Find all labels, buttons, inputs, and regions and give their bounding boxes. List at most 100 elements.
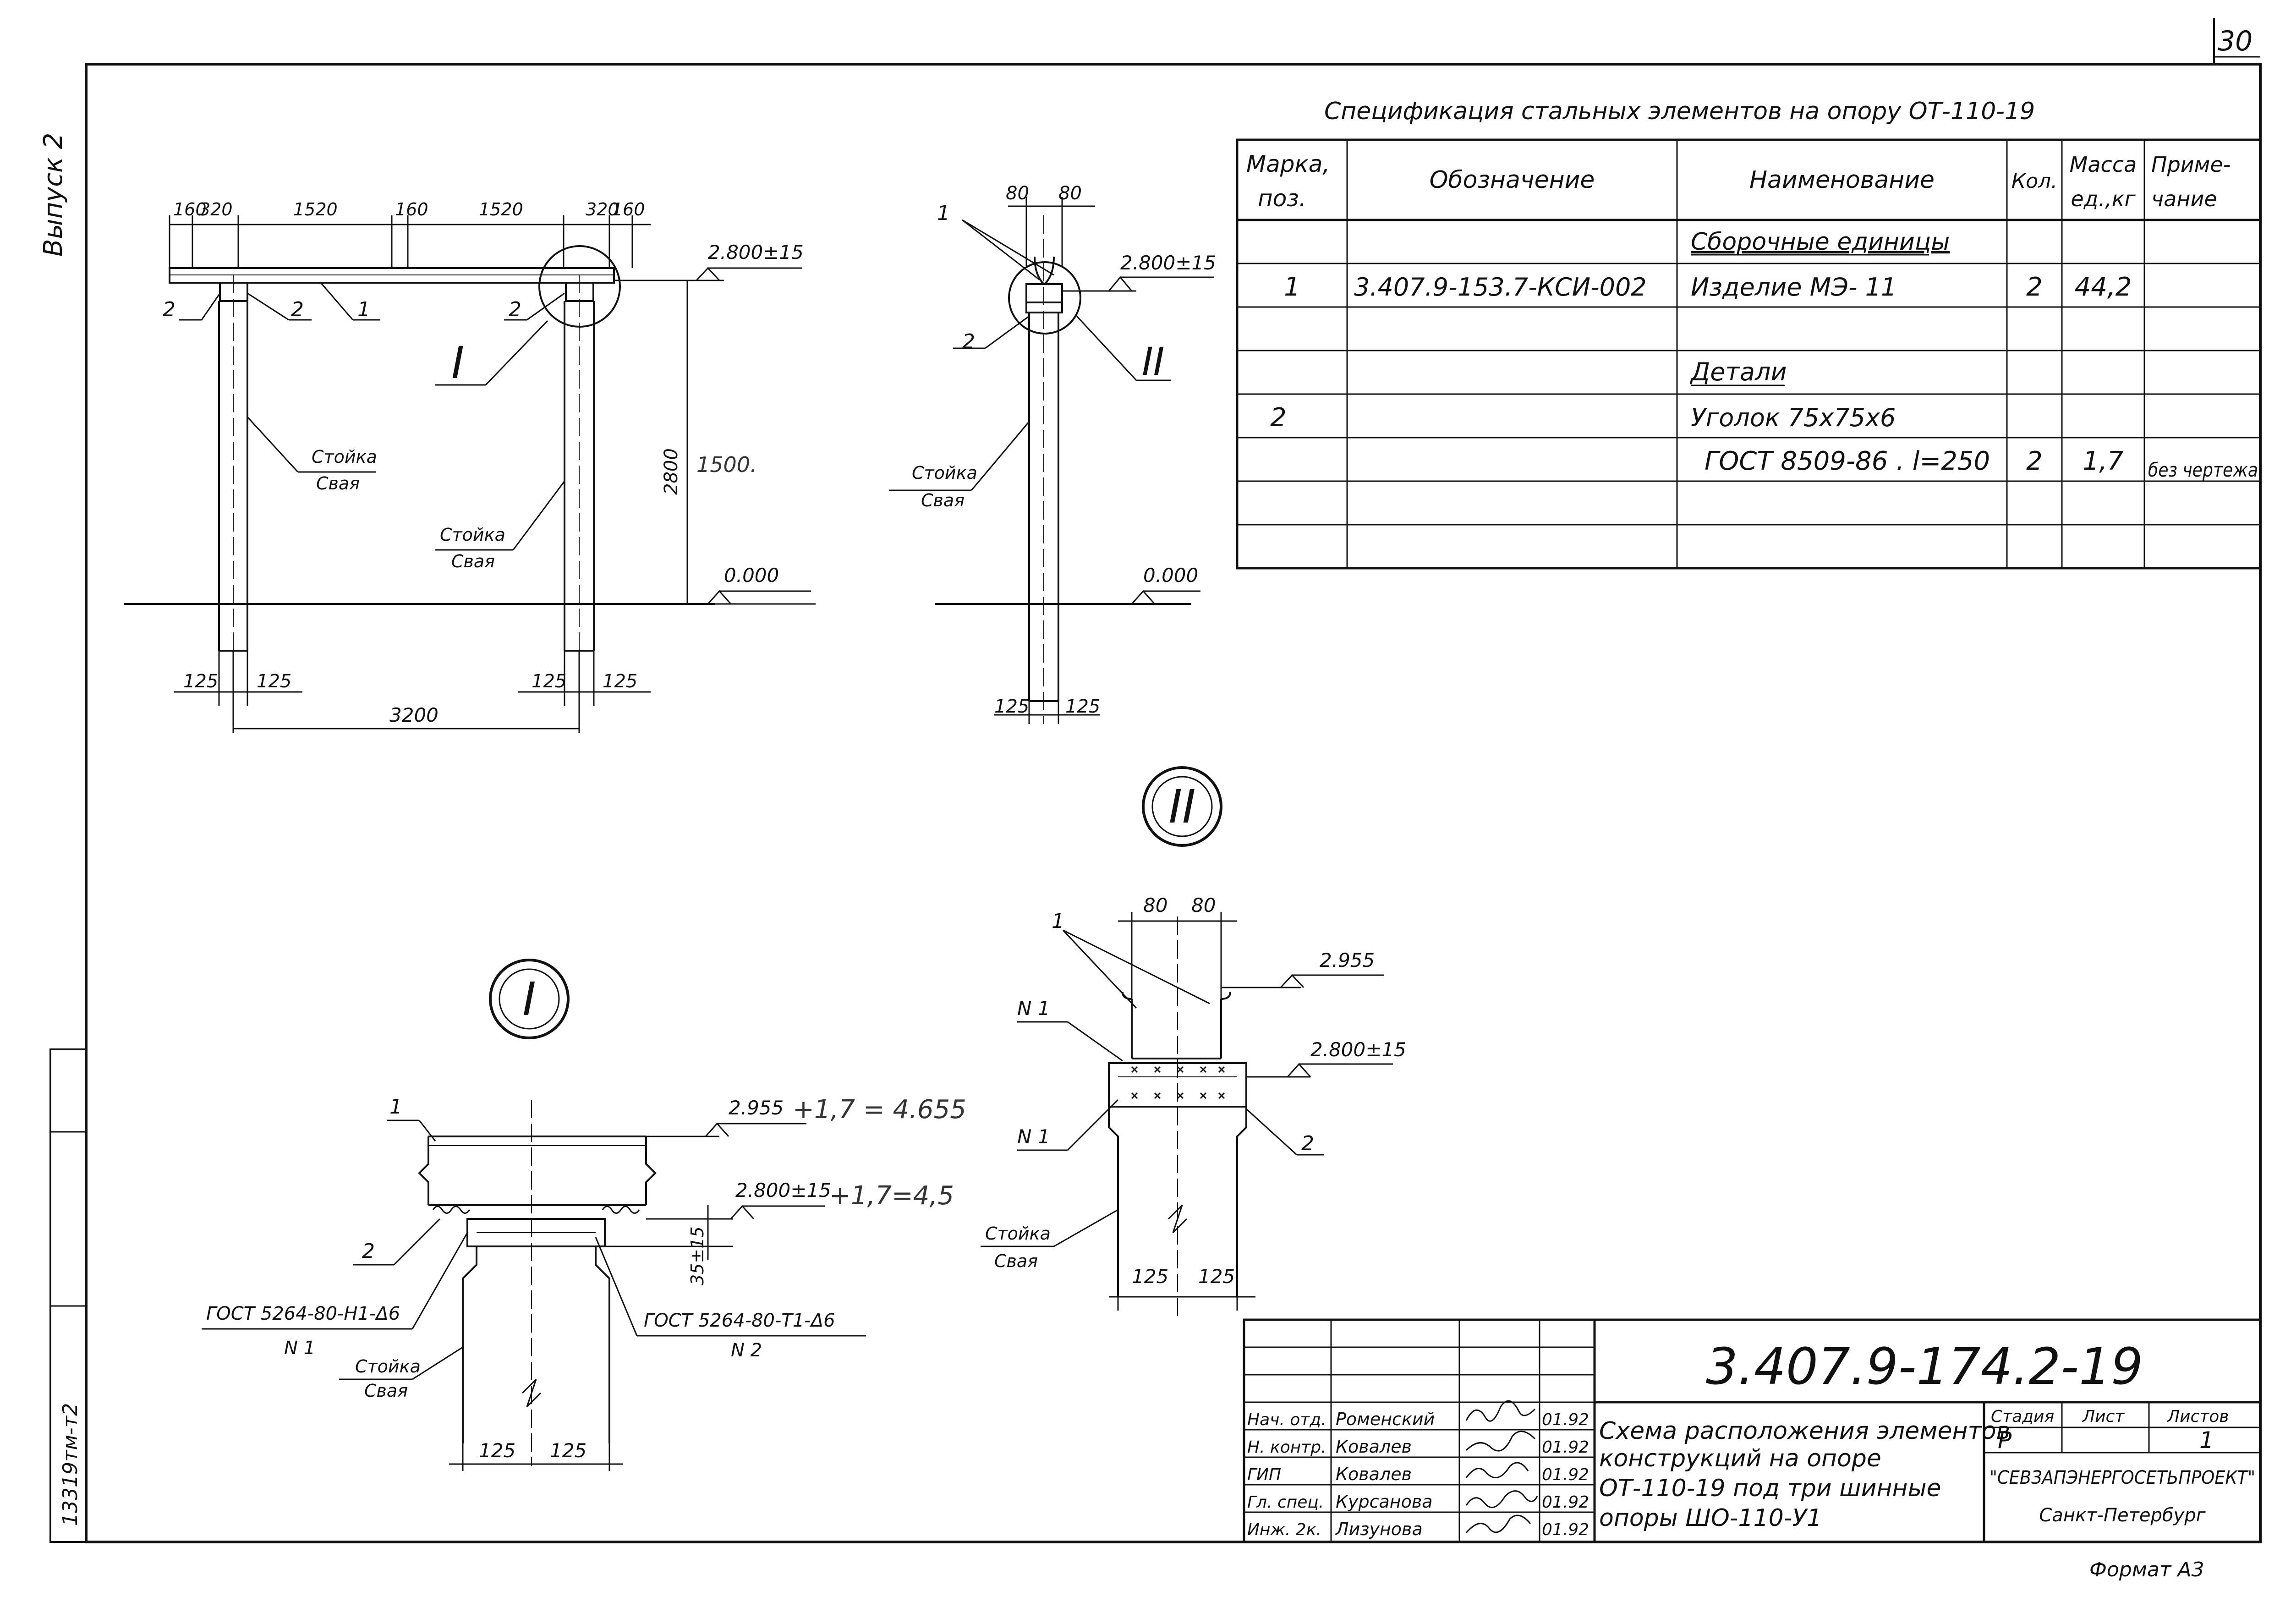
dim-label: 125: [479, 1439, 515, 1462]
spec-cell: Сборочные единицы: [1691, 228, 1950, 256]
sign-date: 01.92: [1542, 1493, 1589, 1512]
format-label: Формат А3: [2089, 1558, 2204, 1581]
node-2-title: II: [1169, 780, 1196, 834]
spec-header-designation: Обозначение: [1430, 166, 1595, 194]
post-label: Стойка: [985, 1223, 1051, 1244]
node-1-detail: I: [202, 959, 966, 1471]
post-label: Стойка: [355, 1356, 421, 1377]
spec-cell: 1,7: [2083, 446, 2123, 476]
sheets-value: 1: [2199, 1427, 2214, 1454]
person-name: Ковалев: [1336, 1464, 1412, 1484]
spec-header-mass-1: Масса: [2070, 152, 2137, 177]
weld-spec-1: ГОСТ 5264-80-Н1-Δ6: [206, 1303, 400, 1324]
dim-label: 160: [173, 199, 207, 219]
pile-label: Свая: [994, 1251, 1038, 1271]
sheet-label: Лист: [2082, 1407, 2125, 1426]
description-line: ОТ-110-19 под три шинные: [1599, 1475, 1941, 1502]
spec-cell: Изделие МЭ- 11: [1691, 273, 1896, 302]
dim-label: 320: [586, 199, 619, 219]
spec-title: Спецификация стальных элементов на опору…: [1324, 98, 2035, 125]
spec-header-note-1: Приме-: [2151, 152, 2231, 177]
height-dim: 2800: [661, 448, 682, 495]
elevation-ground: 0.000: [1143, 564, 1198, 587]
dim-label: 125: [603, 671, 637, 692]
elevation-top: 2.800±15: [708, 241, 804, 263]
sign-date: 01.92: [1542, 1465, 1589, 1484]
elevation-cap: 2.800±15: [735, 1179, 831, 1202]
pile-label: Свая: [364, 1381, 408, 1401]
person-name: Ковалев: [1336, 1437, 1412, 1457]
description-line: опоры ШО-110-У1: [1599, 1504, 1822, 1532]
elevation-cap-note: +1,7=4,5: [829, 1181, 954, 1211]
sign-date: 01.92: [1542, 1520, 1589, 1539]
dim-label: 80: [1191, 894, 1216, 916]
person-name: Курсанова: [1336, 1492, 1433, 1512]
node-ref-2: II: [1142, 339, 1165, 384]
post-label: Стойка: [912, 463, 977, 483]
spec-header-note-2: чание: [2151, 187, 2217, 211]
spec-header-qty: Кол.: [2011, 170, 2057, 193]
weld-code: N 1: [1017, 1125, 1050, 1148]
elevation-cap: 2.800±15: [1310, 1038, 1406, 1061]
role: Нач. отд.: [1247, 1410, 1326, 1429]
dim-label: 125: [1132, 1265, 1168, 1288]
spec-header-mark: Марка,: [1246, 151, 1330, 177]
label-pos1: 1: [1052, 910, 1064, 933]
label-pos1: 1: [937, 202, 950, 225]
node-1-title: I: [522, 972, 536, 1026]
label-pos1: 1: [357, 298, 370, 321]
node-ref-1: I: [451, 337, 464, 389]
dim-label: 160: [612, 199, 645, 219]
weld-code-1: N 1: [284, 1338, 315, 1359]
role: Н. контр.: [1247, 1438, 1326, 1457]
dim-label: 160: [395, 199, 428, 219]
dim-label: 125: [994, 696, 1029, 717]
dim-label: 80: [1058, 183, 1082, 204]
sign-date: 01.92: [1542, 1438, 1589, 1457]
title-block: 3.407.9-174.2-19 Схема расположения элем…: [1243, 1318, 2262, 1543]
document-code: 3.407.9-174.2-19: [1706, 1337, 2143, 1396]
pile-label: Свая: [451, 551, 495, 571]
elevation-beam: 2.955: [729, 1097, 784, 1119]
inventory-number: 13319тм-т2: [59, 1403, 82, 1526]
spec-header-name: Наименование: [1749, 166, 1935, 194]
person-name: Лизунова: [1335, 1519, 1423, 1539]
height-note: 1500.: [696, 452, 757, 477]
label-pos2: 2: [362, 1240, 375, 1263]
page-number: 30: [2218, 25, 2253, 57]
person-name: Роменский: [1336, 1409, 1435, 1429]
dim-label: 125: [257, 671, 291, 692]
spec-cell: ГОСТ 8509-86 . l=250: [1705, 446, 1990, 476]
dim-label: 125: [183, 671, 218, 692]
role: ГИП: [1247, 1465, 1281, 1484]
post-label: Стойка: [440, 525, 505, 545]
label-pos2: 2: [962, 330, 975, 353]
label-pos2: 2: [163, 298, 175, 321]
description-line: Схема расположения элементов: [1599, 1417, 2010, 1445]
spec-header-mass-2: ед.,кг: [2071, 187, 2136, 211]
spec-cell: 44,2: [2075, 272, 2132, 302]
spec-cell: Уголок 75x75x6: [1691, 403, 1896, 432]
issue-label: Выпуск 2: [38, 133, 68, 257]
label-pos2: 2: [1301, 1132, 1314, 1155]
dim-label: 125: [1065, 696, 1100, 717]
elevation-beam-note: +1,7 = 4.655: [793, 1095, 966, 1125]
stage-value: Р: [1998, 1427, 2012, 1454]
spec-cell: 3.407.9-153.7-КСИ-002: [1354, 273, 1647, 302]
spec-header-pos: поз.: [1258, 185, 1306, 212]
node-2-detail: II: [981, 766, 1406, 1320]
role: Инж. 2к.: [1247, 1520, 1321, 1539]
spec-cell: 2: [1270, 403, 1287, 433]
spec-cell: 2: [2026, 272, 2043, 302]
label-pos2: 2: [291, 298, 304, 321]
dim-label: 125: [532, 671, 566, 692]
elevation-ground: 0.000: [724, 564, 779, 587]
spec-table: Спецификация стальных элементов на опору…: [1236, 98, 2262, 570]
weld-spec-2: ГОСТ 5264-80-Т1-Δ6: [644, 1310, 835, 1331]
spec-cell: Детали: [1690, 357, 1787, 386]
spec-cell: 2: [2026, 446, 2043, 476]
dim-label: 320: [199, 199, 233, 219]
stage-label: Стадия: [1991, 1407, 2054, 1426]
signatures: [1465, 1400, 1538, 1533]
